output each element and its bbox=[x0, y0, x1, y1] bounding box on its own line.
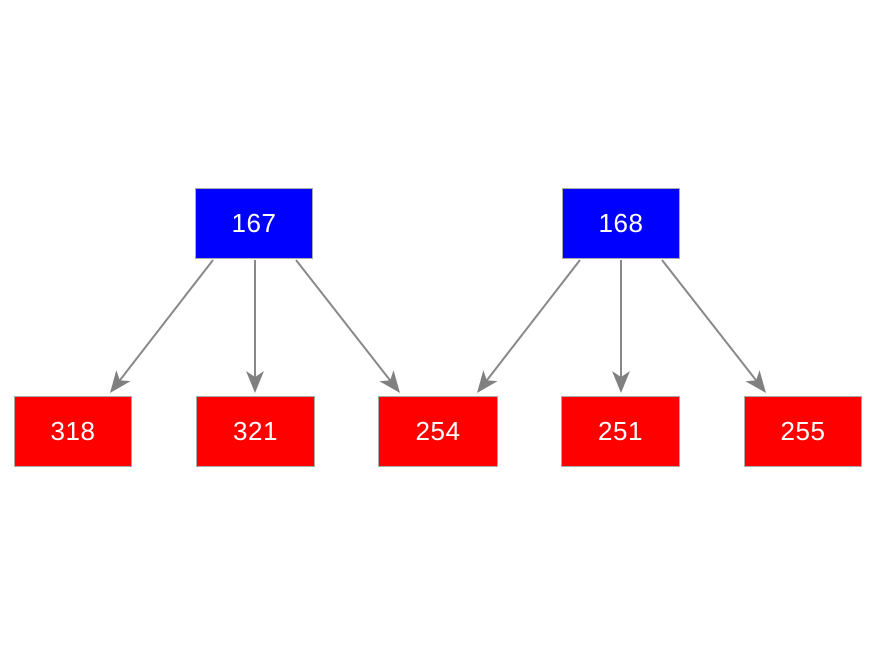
node-168[interactable]: 168 bbox=[562, 188, 680, 259]
node-318[interactable]: 318 bbox=[14, 396, 132, 467]
node-251[interactable]: 251 bbox=[561, 396, 680, 467]
arrowhead-icon bbox=[246, 371, 264, 393]
edge-167-to-254 bbox=[295, 259, 400, 393]
edge-167-to-321 bbox=[246, 260, 264, 393]
node-label: 255 bbox=[780, 415, 826, 446]
edge-line bbox=[295, 259, 391, 382]
node-label: 254 bbox=[415, 415, 461, 446]
arrowhead-icon bbox=[612, 371, 630, 393]
edge-line bbox=[486, 259, 581, 381]
node-255[interactable]: 255 bbox=[744, 396, 862, 467]
arrowhead-icon bbox=[379, 370, 400, 393]
node-label: 318 bbox=[50, 415, 96, 446]
node-321[interactable]: 321 bbox=[196, 396, 315, 467]
node-label: 321 bbox=[233, 415, 278, 446]
edge-167-to-318 bbox=[110, 259, 214, 393]
arrowhead-icon bbox=[477, 370, 498, 393]
node-167[interactable]: 167 bbox=[195, 188, 313, 259]
node-label: 167 bbox=[231, 207, 277, 238]
node-254[interactable]: 254 bbox=[378, 396, 498, 467]
edge-168-to-255 bbox=[661, 259, 766, 393]
arrowhead-icon bbox=[745, 370, 766, 393]
edge-168-to-251 bbox=[612, 260, 630, 393]
node-label: 168 bbox=[598, 207, 644, 238]
arrowhead-icon bbox=[110, 370, 131, 393]
node-label: 251 bbox=[598, 415, 643, 446]
edge-line bbox=[119, 259, 214, 381]
edge-168-to-254 bbox=[477, 259, 581, 393]
edge-line bbox=[661, 259, 757, 382]
